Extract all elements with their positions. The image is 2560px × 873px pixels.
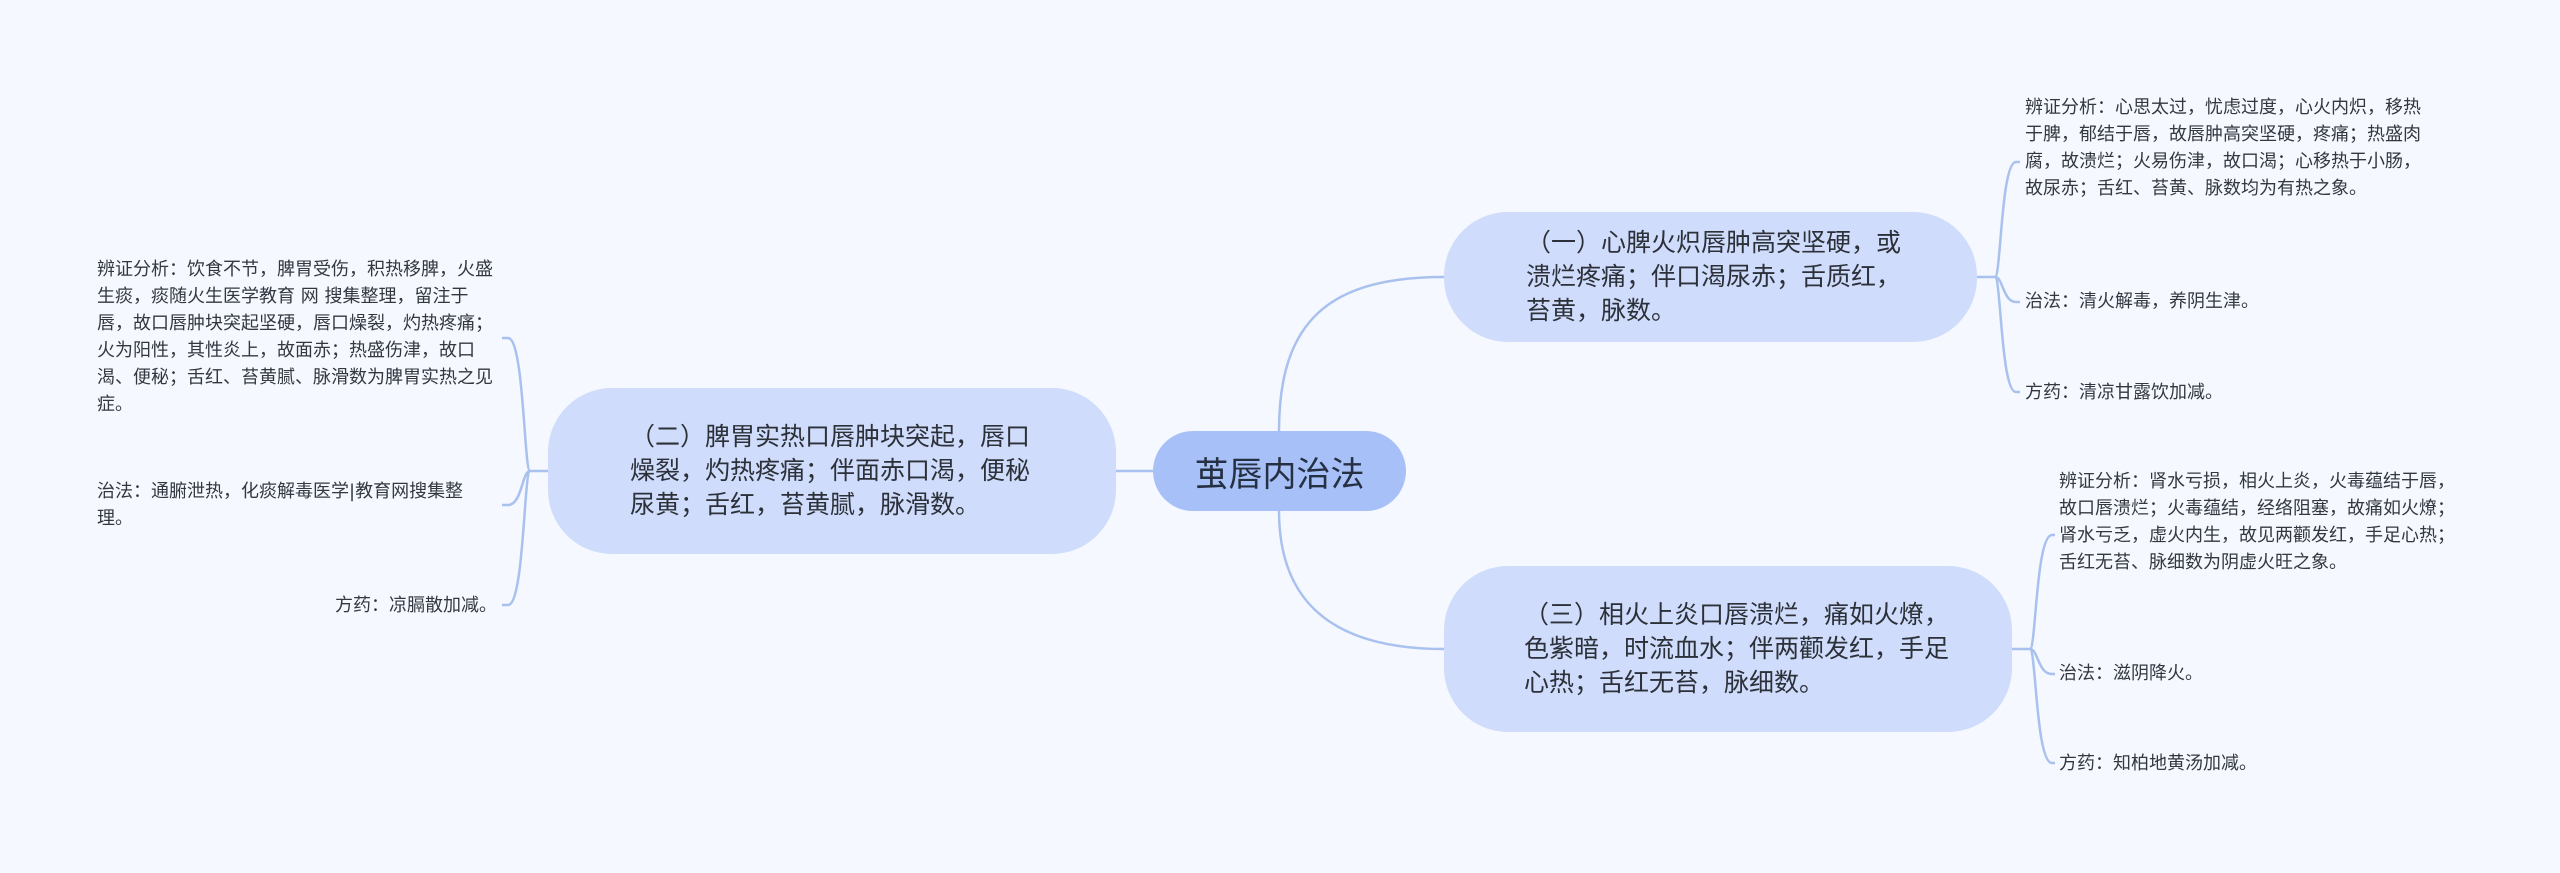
- connector-b2-leaf2: [502, 469, 531, 507]
- leaf-prescription-3[interactable]: 方药：知柏地黄汤加减。: [2059, 753, 2257, 774]
- connector-b2-leaf1: [502, 336, 532, 473]
- branch-label: （二）脾胃实热口唇肿块突起，唇口燥裂，灼热疼痛；伴面赤口渴，便秘尿黄；舌红，苔黄…: [630, 422, 1031, 519]
- leaf-treatment-2[interactable]: 治法：通腑泄热，化痰解毒医学|教育网搜集整理。: [97, 481, 464, 529]
- leaf-prescription-2[interactable]: 方药：凉膈散加减。: [335, 595, 497, 616]
- connector-b3-leaf1: [2028, 533, 2055, 651]
- leaf-analysis-1[interactable]: 辨证分析：心思太过，忧虑过度，心火内炽，移热于脾，郁结于唇，故唇肿高突坚硬，疼痛…: [2025, 97, 2421, 199]
- leaf-treatment-3[interactable]: 治法：滋阴降火。: [2059, 663, 2203, 684]
- connector-b1-leaf3: [1993, 275, 2020, 394]
- connector-b1-leaf1: [1993, 160, 2020, 279]
- connector-root-branch1: [1277, 275, 1445, 432]
- leaf-prescription-1[interactable]: 方药：清凉甘露饮加减。: [2025, 382, 2223, 403]
- connector-b3-leaf3: [2028, 647, 2055, 765]
- connector-b1-leaf2: [1994, 275, 2020, 304]
- leaf-treatment-1[interactable]: 治法：清火解毒，养阴生津。: [2025, 291, 2259, 312]
- branch-node-3[interactable]: （三）相火上炎口唇溃烂，痛如火燎，色紫暗，时流血水；伴两颧发红，手足心热；舌红无…: [1444, 566, 2012, 732]
- root-node[interactable]: 茧唇内治法: [1153, 431, 1406, 511]
- branch-node-1[interactable]: （一）心脾火炽唇肿高突坚硬，或溃烂疼痛；伴口渴尿赤；舌质红，苔黄，脉数。: [1444, 212, 1977, 342]
- leaf-analysis-3[interactable]: 辨证分析：肾水亏损，相火上炎，火毒蕴结于唇，故口唇溃烂；火毒蕴结，经络阻塞，故痛…: [2059, 471, 2455, 573]
- root-label: 茧唇内治法: [1194, 454, 1365, 495]
- connector-b2-leaf3: [502, 469, 532, 607]
- branch-label: （三）相火上炎口唇溃烂，痛如火燎，色紫暗，时流血水；伴两颧发红，手足心热；舌红无…: [1524, 600, 1950, 697]
- connector-b3-leaf2: [2029, 647, 2055, 676]
- branch-label: （一）心脾火炽唇肿高突坚硬，或溃烂疼痛；伴口渴尿赤；舌质红，苔黄，脉数。: [1526, 228, 1902, 325]
- branch-node-2[interactable]: （二）脾胃实热口唇肿块突起，唇口燥裂，灼热疼痛；伴面赤口渴，便秘尿黄；舌红，苔黄…: [548, 388, 1116, 554]
- leaf-analysis-2[interactable]: 辨证分析：饮食不节，脾胃受伤，积热移脾，火盛生痰，痰随火生医学教育 网 搜集整理…: [97, 259, 493, 415]
- connector-root-branch3: [1277, 510, 1445, 651]
